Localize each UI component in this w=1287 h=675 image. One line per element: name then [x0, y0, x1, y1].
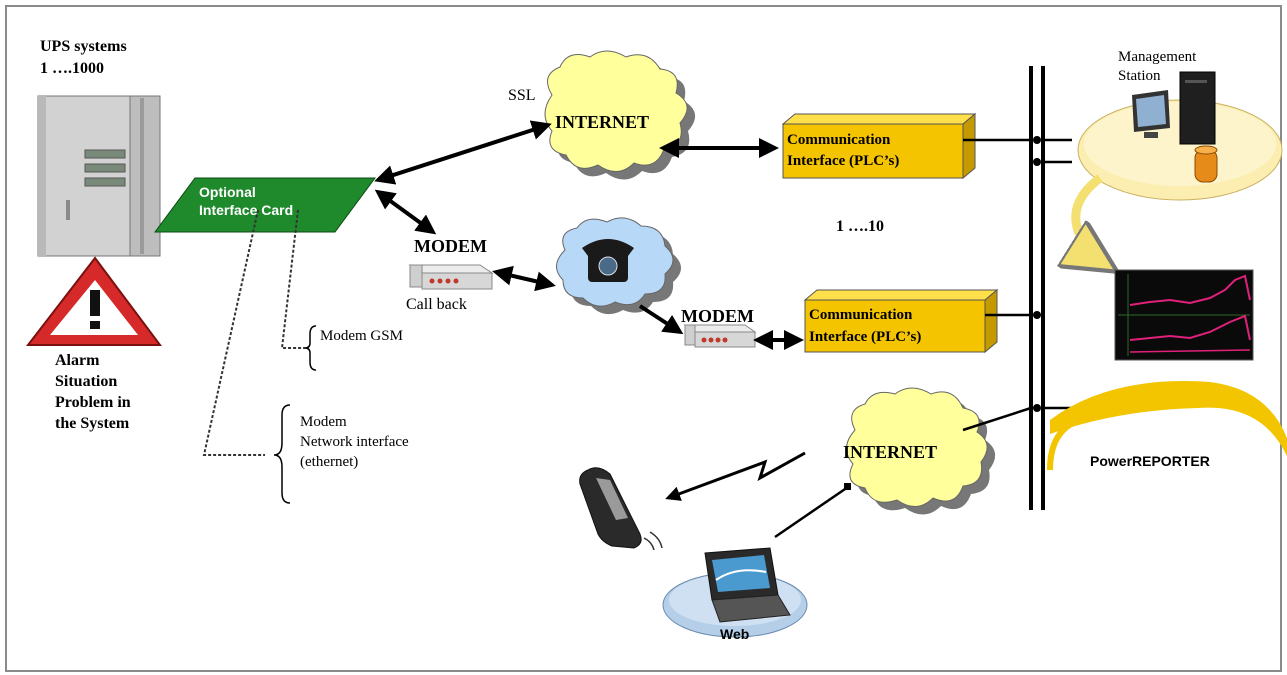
- internet-bottom-label: INTERNET: [843, 442, 938, 462]
- web-laptop-icon: [662, 547, 808, 638]
- report-arrow-icon: [1076, 174, 1108, 266]
- ups-range: 1 ….1000: [40, 60, 104, 77]
- alarm-line-3: Problem in: [55, 394, 131, 411]
- brace-icons: [273, 325, 317, 504]
- comm-interface-mid-line-2: Interface (PLC’s): [809, 329, 922, 345]
- bidirectional-arrows: [374, 120, 804, 350]
- comm-interface-top-line-1: Communication: [787, 132, 891, 148]
- alarm-label: Alarm Situation Problem in the System: [55, 350, 131, 434]
- warning-triangle-icon: [25, 256, 162, 346]
- call-back-label: Call back: [406, 296, 467, 313]
- bus-connectors: [844, 136, 1041, 490]
- alarm-line-1: Alarm: [55, 352, 100, 369]
- power-reporter-logo-icon: [1047, 381, 1287, 471]
- comm-interface-mid-line-1: Communication: [809, 307, 913, 323]
- interface-card-shape: [154, 177, 376, 233]
- ups-title: UPS systems: [40, 38, 127, 55]
- interface-card-line-1: Optional: [199, 184, 256, 200]
- internet-cloud-bottom-icon: [846, 387, 996, 515]
- network-options-line-3: (ethernet): [300, 454, 359, 470]
- telephone-cloud-icon: [556, 217, 681, 315]
- modem-left-icon: [408, 264, 494, 290]
- plc-range: 1 ….10: [836, 218, 884, 235]
- interface-card-label: Optional Interface Card: [199, 183, 293, 219]
- modem-left-label: MODEM: [414, 236, 487, 256]
- web-label: Web: [720, 626, 750, 642]
- modem-right-icon: [683, 324, 757, 348]
- management-station-label: Management Station: [1118, 48, 1196, 86]
- comm-interface-mid-box: [803, 288, 999, 354]
- wireless-zigzag: [665, 451, 806, 501]
- report-chart-icon: [1114, 269, 1254, 361]
- comm-interface-top-box: [781, 112, 977, 180]
- modem-gsm-label: Modem GSM: [320, 328, 403, 344]
- internet-top-label: INTERNET: [555, 112, 650, 132]
- phone-to-modem-arrow: [638, 304, 684, 335]
- mobile-phone-icon: [579, 467, 663, 551]
- ups-cabinet-icon: [37, 95, 161, 257]
- power-reporter-label: PowerREPORTER: [1090, 453, 1210, 469]
- alarm-line-4: the System: [55, 415, 130, 432]
- comm-interface-top-line-2: Interface (PLC’s): [787, 153, 900, 169]
- network-options-line-1: Modem: [300, 414, 347, 430]
- network-options-label: Modem Network interface (ethernet): [300, 412, 409, 472]
- alarm-line-2: Situation: [55, 373, 118, 390]
- ssl-label: SSL: [508, 87, 536, 104]
- network-options-line-2: Network interface: [300, 434, 409, 450]
- management-station-line-2: Station: [1118, 68, 1161, 84]
- dotted-links: [202, 209, 305, 456]
- comm-interface-mid-label: Communication Interface (PLC’s): [809, 304, 921, 348]
- connection-lines: [774, 138, 1090, 539]
- management-station-line-1: Management: [1118, 49, 1197, 65]
- management-station-icon: [1077, 71, 1283, 201]
- modem-right-label: MODEM: [681, 306, 754, 326]
- comm-interface-top-label: Communication Interface (PLC’s): [787, 130, 899, 172]
- interface-card-line-2: Interface Card: [199, 202, 294, 218]
